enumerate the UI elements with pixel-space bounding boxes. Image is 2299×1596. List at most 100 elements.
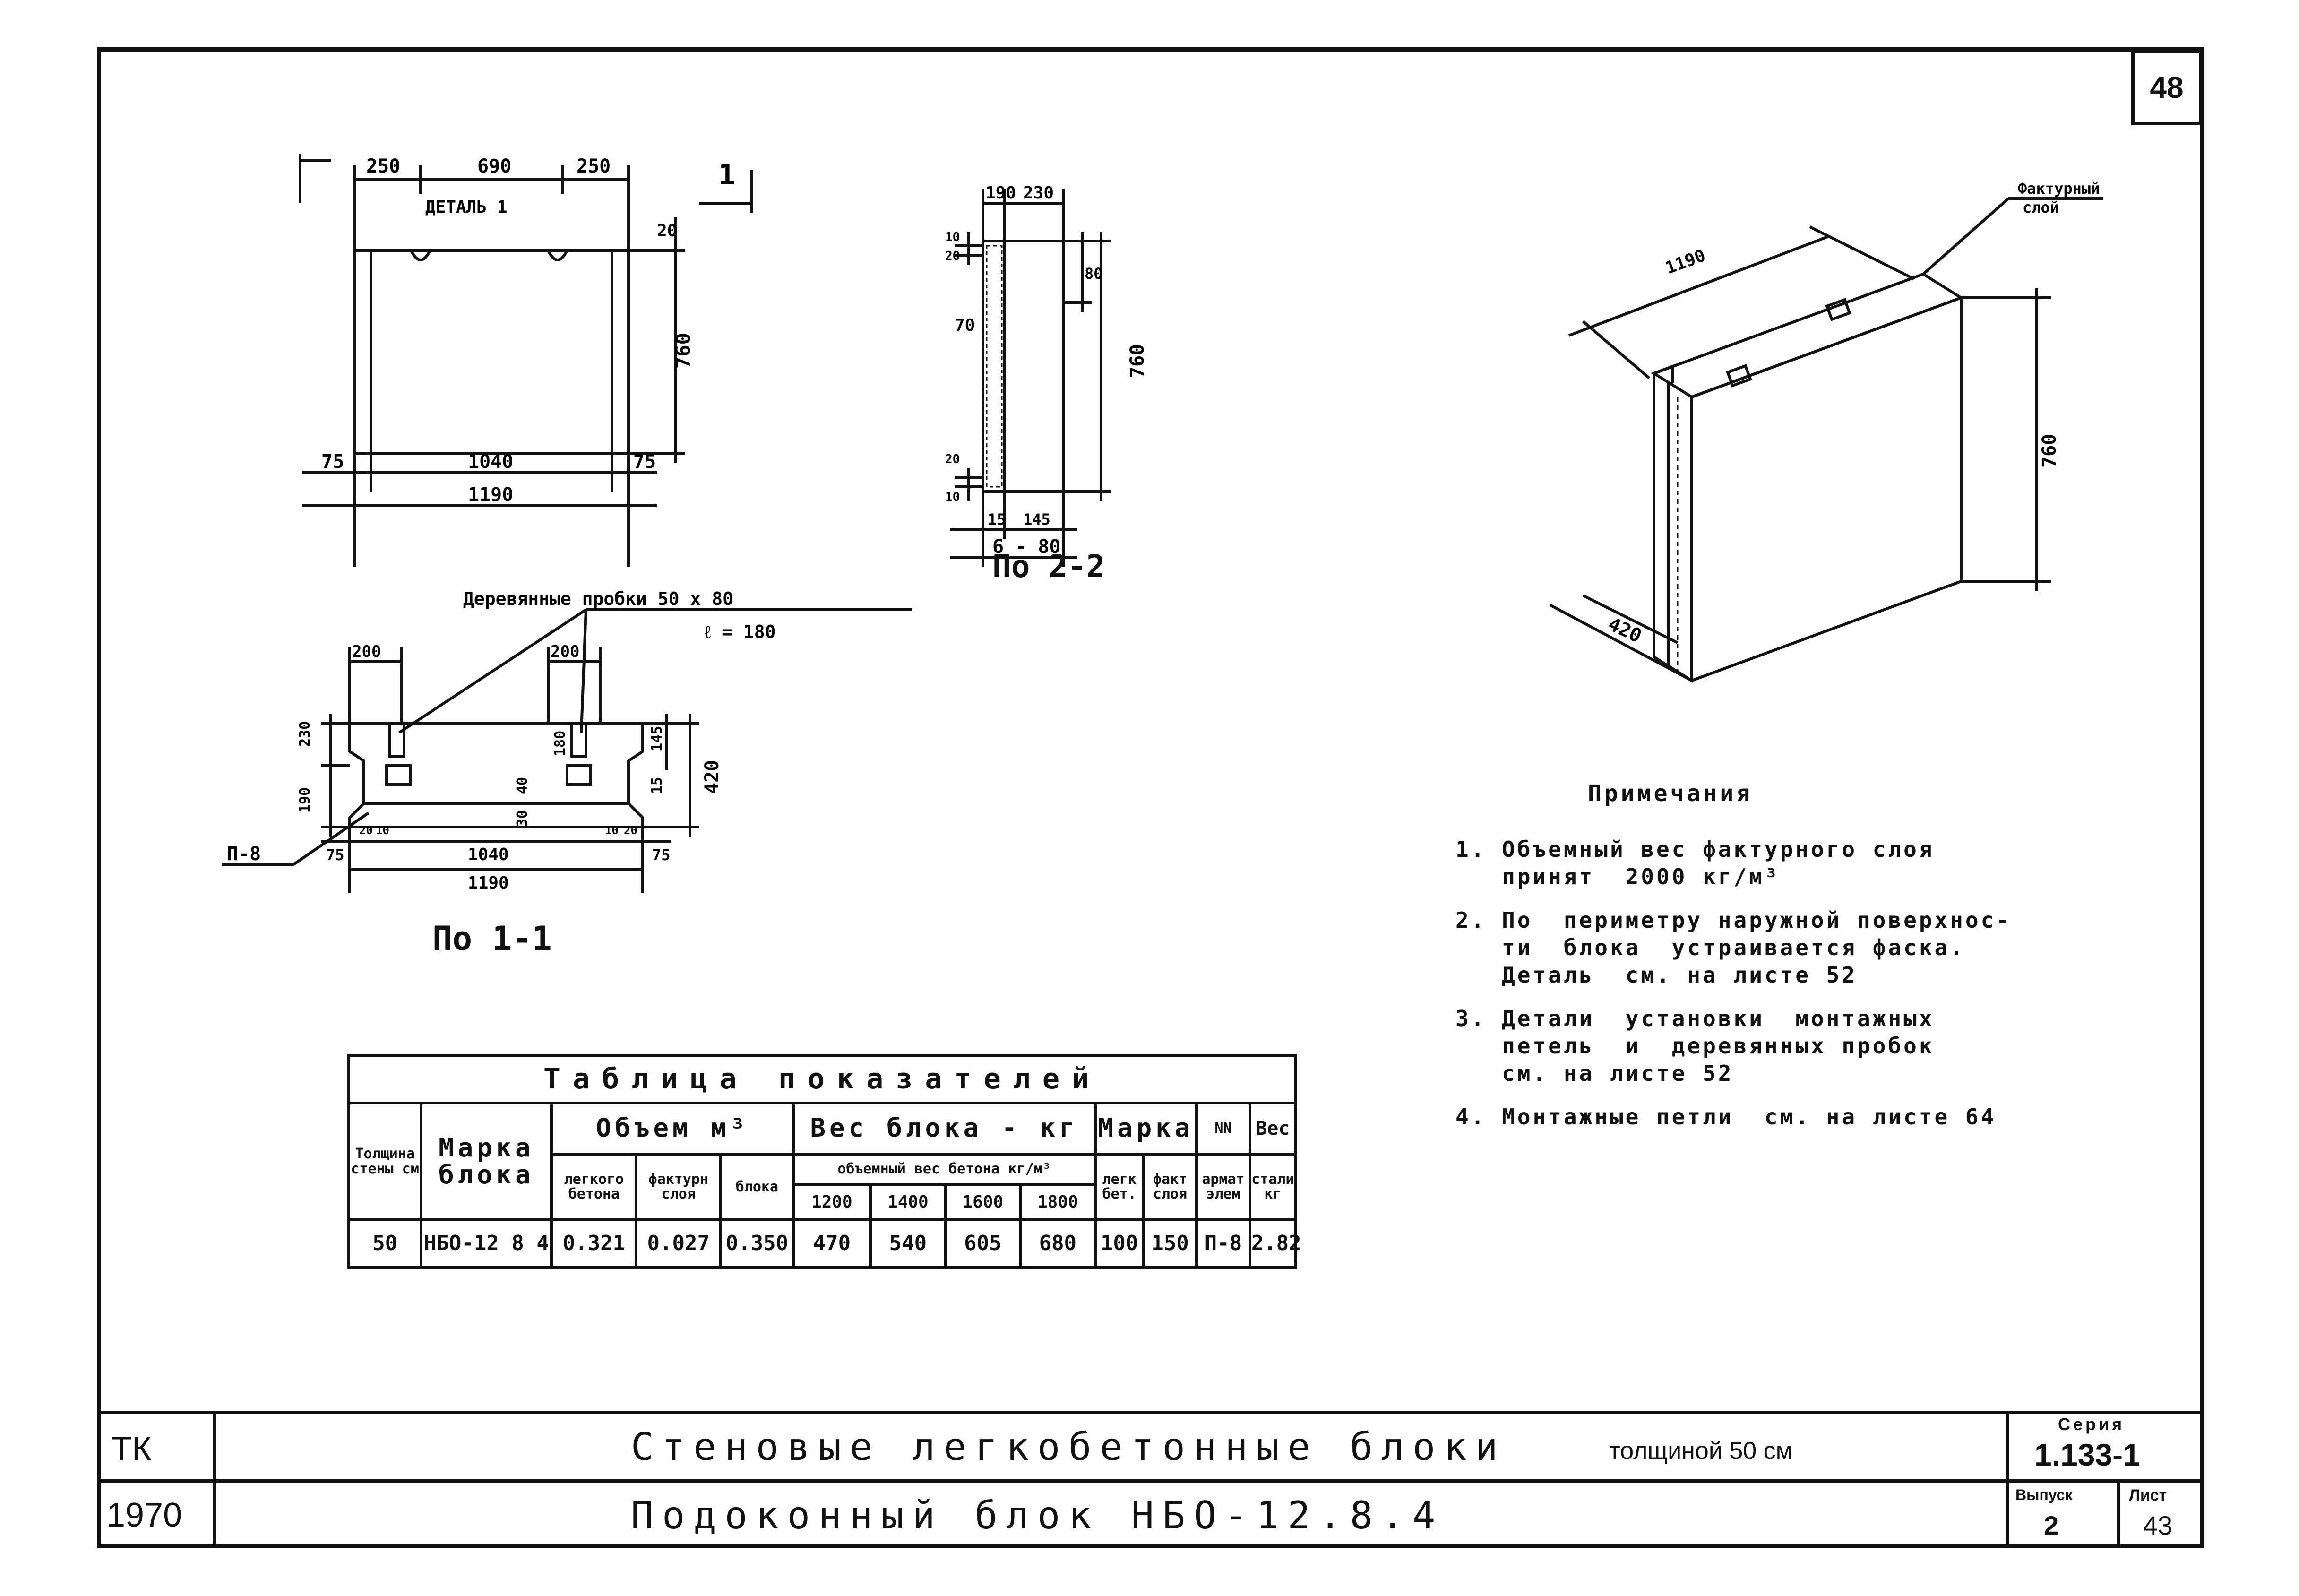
td-v-block: 0.350	[719, 1218, 795, 1269]
elev-top-right-dim: 20	[657, 221, 677, 241]
s11-inner-1: 180	[552, 731, 568, 756]
iso-length: 1190	[1663, 246, 1708, 278]
td-w-1400: 540	[869, 1218, 947, 1269]
s22-right-1: 80	[1085, 265, 1103, 283]
s11-bot-1: 75	[326, 846, 344, 864]
td-w-1600: 605	[944, 1218, 1022, 1269]
s22-bot-3: 6 - 80	[992, 536, 1061, 558]
th-grade: Марка	[1094, 1102, 1198, 1156]
s11-total: 1190	[468, 873, 509, 893]
sheet-number-box: 48	[2131, 50, 2202, 125]
s22-right-2: 760	[1127, 344, 1148, 378]
s11-bot-2: 20	[359, 824, 373, 837]
drawing-frame	[97, 47, 2204, 1548]
s11-bot-4: 1040	[468, 845, 509, 864]
elev-section-mark: 1	[718, 158, 735, 191]
s11-top-1: 200	[352, 642, 381, 661]
th-thickness: Толщина стены см	[347, 1102, 423, 1221]
indicators-table: Таблица показателей Толщина стены см Мар…	[347, 1054, 1301, 1269]
iso-width: 420	[1605, 613, 1645, 647]
s22-left-2: 20	[945, 249, 960, 263]
th-weight-sub: объемный вес бетона кг/м³	[792, 1152, 1097, 1186]
s22-left-1: 10	[945, 230, 960, 244]
note-item-3: 3. Детали установки монтажных петель и д…	[1455, 1006, 1935, 1086]
iso-height: 760	[2039, 434, 2060, 468]
th-weight-1200: 1200	[792, 1182, 872, 1222]
td-mark: НБО-12 8 4	[420, 1218, 553, 1269]
note-item-4: 4. Монтажные петли см. на листе 64	[1455, 1104, 1997, 1130]
th-nn-sub: армат элем	[1195, 1152, 1251, 1222]
elev-dim-left: 250	[366, 155, 400, 177]
s11-bot-7: 75	[652, 846, 671, 864]
s11-leader-sub: ℓ = 180	[704, 621, 776, 642]
s11-bot-3: 10	[376, 824, 389, 837]
s11-top-2: 200	[551, 642, 579, 661]
th-weight: Вес блока - кг	[792, 1102, 1097, 1156]
td-steel: 2.82	[1248, 1218, 1301, 1269]
elev-dim-mid: 690	[477, 155, 511, 177]
section-2-2-title: По 2-2	[992, 548, 1105, 585]
s11-inner-3: 30	[514, 810, 531, 827]
table-row: 50 НБО-12 8 4 0.321 0.027 0.350 470 540 …	[347, 1218, 1301, 1269]
elev-bot-right: 75	[633, 451, 656, 473]
td-thickness: 50	[347, 1218, 423, 1269]
td-v-facing: 0.027	[635, 1218, 723, 1269]
s11-bot-6: 20	[624, 824, 637, 837]
subtitle: Подоконный блок НБО-12.8.4	[631, 1493, 1444, 1537]
title-block-year: 1970	[106, 1496, 182, 1534]
th-weight-1800: 1800	[1019, 1182, 1097, 1222]
issue-label: Выпуск	[2015, 1486, 2073, 1503]
s11-left-1: 230	[297, 721, 313, 747]
th-steel-sub: стали кг	[1248, 1152, 1298, 1222]
elev-height-dim: 760	[672, 333, 695, 369]
elev-bot-left: 75	[321, 451, 344, 473]
elevation-view: 250 690 250 ДЕТАЛЬ 1 20 760 75 1040 75 1…	[299, 154, 753, 567]
th-steel: Вес	[1248, 1102, 1298, 1156]
td-w-1200: 470	[792, 1218, 872, 1269]
s22-left-5: 10	[945, 490, 960, 504]
s11-left-2: 190	[297, 787, 313, 813]
notes: Примечания 1. Объемный вес фактурного сл…	[1455, 780, 2012, 1147]
sheet-number: 48	[2150, 70, 2184, 104]
th-volume-block: блока	[719, 1152, 795, 1222]
s11-right-2: 145	[649, 726, 665, 751]
s22-left-3: 70	[955, 316, 975, 335]
title-block: ТК 1970 Стеновые легкобетонные блоки тол…	[97, 1411, 2204, 1548]
s11-right-3: 420	[701, 760, 723, 794]
th-nn: NN	[1195, 1102, 1251, 1156]
issue-value: 2	[2044, 1510, 2059, 1540]
s11-bot-5: 10	[605, 824, 619, 837]
table-title: Таблица показателей	[347, 1054, 1297, 1104]
title-main: Стеновые легкобетонные блоки	[631, 1425, 1507, 1469]
td-grade-facing: 150	[1142, 1218, 1198, 1269]
elevation-outline	[353, 249, 630, 567]
s11-right-1: 15	[649, 777, 665, 794]
s22-bot-2: 145	[1023, 510, 1050, 528]
series-value: 1.133-1	[2034, 1437, 2140, 1472]
th-grade-light: легк бет.	[1094, 1152, 1145, 1222]
th-weight-1600: 1600	[944, 1182, 1022, 1222]
series-label: Серия	[2058, 1415, 2125, 1434]
th-mark: Марка блока	[420, 1102, 553, 1221]
s22-top-2: 230	[1023, 183, 1054, 203]
section-2-2: 190 230 10 20 70 20 10 80 760 15 145 6 -…	[945, 183, 1148, 567]
title-block-org: ТК	[111, 1430, 152, 1468]
iso-layer-label-2: слой	[2023, 198, 2059, 216]
title-suffix: толщиной 50 см	[1609, 1437, 1793, 1465]
sheet-label: Лист	[2129, 1486, 2167, 1504]
s22-bot-1: 15	[988, 510, 1006, 528]
td-w-1800: 680	[1019, 1218, 1097, 1269]
th-grade-facing: факт слоя	[1142, 1152, 1198, 1222]
section-1-1: Деревянные пробки 50 x 80 ℓ = 180 200 20…	[222, 588, 912, 893]
elev-total-length: 1190	[468, 484, 513, 506]
s11-loop-label: П-8	[227, 843, 261, 865]
isometric-view: 1190 760 420 Фактурный слой	[1549, 180, 2103, 683]
th-volume-light: легкого бетона	[550, 1152, 638, 1222]
elev-dim-right: 250	[577, 155, 611, 177]
td-v-light: 0.321	[550, 1218, 638, 1269]
s11-inner-2: 40	[514, 777, 531, 794]
s22-left-4: 20	[945, 452, 960, 466]
s11-leader-text: Деревянные пробки 50 x 80	[463, 588, 733, 609]
td-grade-light: 100	[1094, 1218, 1145, 1269]
notes-title: Примечания	[1588, 780, 1753, 807]
